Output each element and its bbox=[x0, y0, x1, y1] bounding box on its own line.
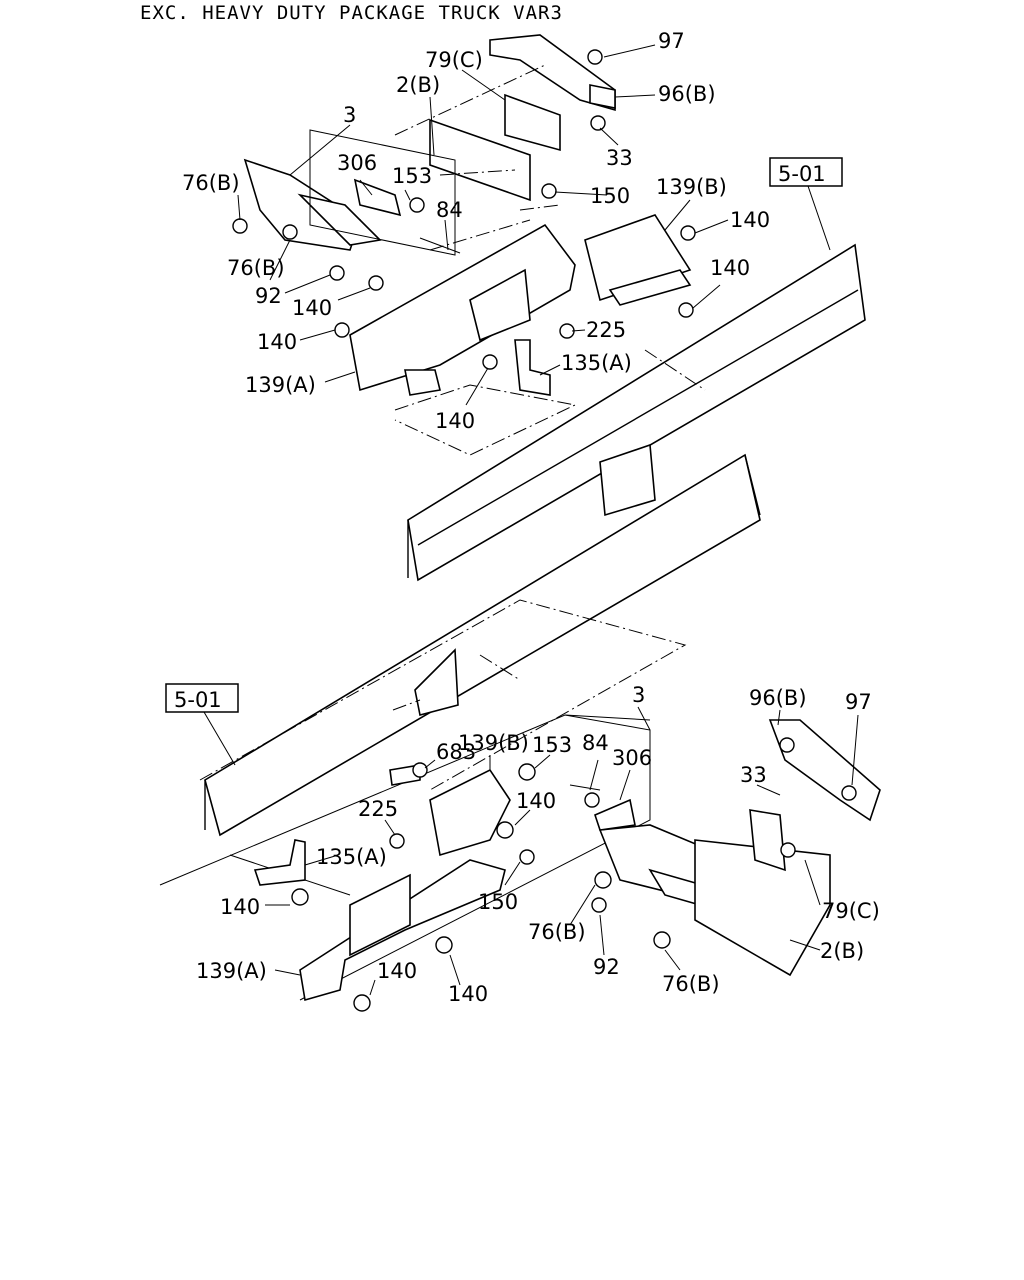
callout-225-top: 225 bbox=[586, 318, 626, 342]
callout-96b-bottom: 96(B) bbox=[749, 686, 807, 710]
callout-140-top-d: 140 bbox=[257, 330, 297, 354]
callout-140-top-a: 140 bbox=[730, 208, 770, 232]
callout-140-bottom-a: 140 bbox=[516, 789, 556, 813]
assembly-outlines-top bbox=[309, 64, 706, 456]
callout-153-top: 153 bbox=[392, 164, 432, 188]
frame-rail-top bbox=[407, 243, 866, 582]
callout-labels: 97 79(C) 96(B) 2(B) 33 3 306 153 76(B) 8… bbox=[182, 29, 880, 1006]
mudguard-3-top bbox=[243, 158, 402, 251]
callout-140-bottom-b: 140 bbox=[220, 895, 260, 919]
callout-150-top: 150 bbox=[590, 184, 630, 208]
hardware-top bbox=[232, 49, 696, 370]
callout-76b-bottom-a: 76(B) bbox=[528, 920, 586, 944]
callout-33-bottom: 33 bbox=[740, 763, 767, 787]
reference-label-bottom: 5-01 bbox=[174, 688, 222, 712]
callout-153-bottom: 153 bbox=[532, 733, 572, 757]
callout-79c-bottom: 79(C) bbox=[822, 899, 880, 923]
callout-96b-top: 96(B) bbox=[658, 82, 716, 106]
hardware-bottom bbox=[291, 737, 857, 1012]
callout-92-bottom: 92 bbox=[593, 955, 620, 979]
callout-33-top: 33 bbox=[606, 146, 633, 170]
callout-140-bottom-c: 140 bbox=[377, 959, 417, 983]
callout-140-top-b: 140 bbox=[710, 256, 750, 280]
reference-label-top: 5-01 bbox=[778, 162, 826, 186]
callout-76b-top-b: 76(B) bbox=[227, 256, 285, 280]
bracket-139a-bottom bbox=[299, 859, 506, 1002]
bracket-139b-top bbox=[584, 214, 692, 306]
callout-76b-top-a: 76(B) bbox=[182, 171, 240, 195]
bracket-79c-top bbox=[489, 34, 616, 152]
callout-683-bottom: 683 bbox=[436, 740, 476, 764]
bracket-135a-bottom bbox=[253, 839, 306, 886]
callout-135a-bottom: 135(A) bbox=[316, 845, 387, 869]
callout-140-bottom-d: 140 bbox=[448, 982, 488, 1006]
reference-box-top: 5-01 bbox=[769, 157, 843, 251]
bracket-139b-bottom bbox=[389, 764, 511, 857]
callout-225-bottom: 225 bbox=[358, 797, 398, 821]
callout-150-bottom: 150 bbox=[478, 890, 518, 914]
diagram-title: EXC. HEAVY DUTY PACKAGE TRUCK VAR3 bbox=[140, 2, 563, 24]
leader-lines-top bbox=[237, 44, 729, 406]
callout-76b-bottom-b: 76(B) bbox=[662, 972, 720, 996]
callout-92-top: 92 bbox=[255, 284, 282, 308]
callout-135a-top: 135(A) bbox=[561, 351, 632, 375]
callout-84-bottom: 84 bbox=[582, 731, 609, 755]
callout-139a-bottom: 139(A) bbox=[196, 959, 267, 983]
plate-2b-bottom bbox=[694, 839, 831, 977]
callout-84-top: 84 bbox=[436, 198, 463, 222]
callout-3-top: 3 bbox=[343, 103, 356, 127]
callout-140-top-c: 140 bbox=[292, 296, 332, 320]
callout-2b-top: 2(B) bbox=[396, 73, 440, 97]
callout-97-bottom: 97 bbox=[845, 690, 872, 714]
bracket-79c-bottom bbox=[749, 719, 881, 872]
callout-139b-top: 139(B) bbox=[656, 175, 727, 199]
plate-2b-top bbox=[429, 118, 531, 202]
frame-rail-middle bbox=[204, 443, 761, 837]
callout-139a-top: 139(A) bbox=[245, 373, 316, 397]
reference-box-bottom: 5-01 bbox=[165, 683, 239, 766]
callout-79c-top: 79(C) bbox=[425, 48, 483, 72]
callout-97-top: 97 bbox=[658, 29, 685, 53]
callout-140-top-e: 140 bbox=[435, 409, 475, 433]
bracket-135a-top bbox=[514, 339, 551, 396]
callout-306-bottom: 306 bbox=[612, 746, 652, 770]
callout-3-bottom: 3 bbox=[632, 683, 645, 707]
callout-139b-bottom: 139(B) bbox=[458, 731, 529, 755]
callout-306-top: 306 bbox=[337, 151, 377, 175]
leader-lines-bottom bbox=[265, 706, 859, 996]
bracket-139a-top bbox=[349, 223, 576, 396]
callout-2b-bottom: 2(B) bbox=[820, 939, 864, 963]
